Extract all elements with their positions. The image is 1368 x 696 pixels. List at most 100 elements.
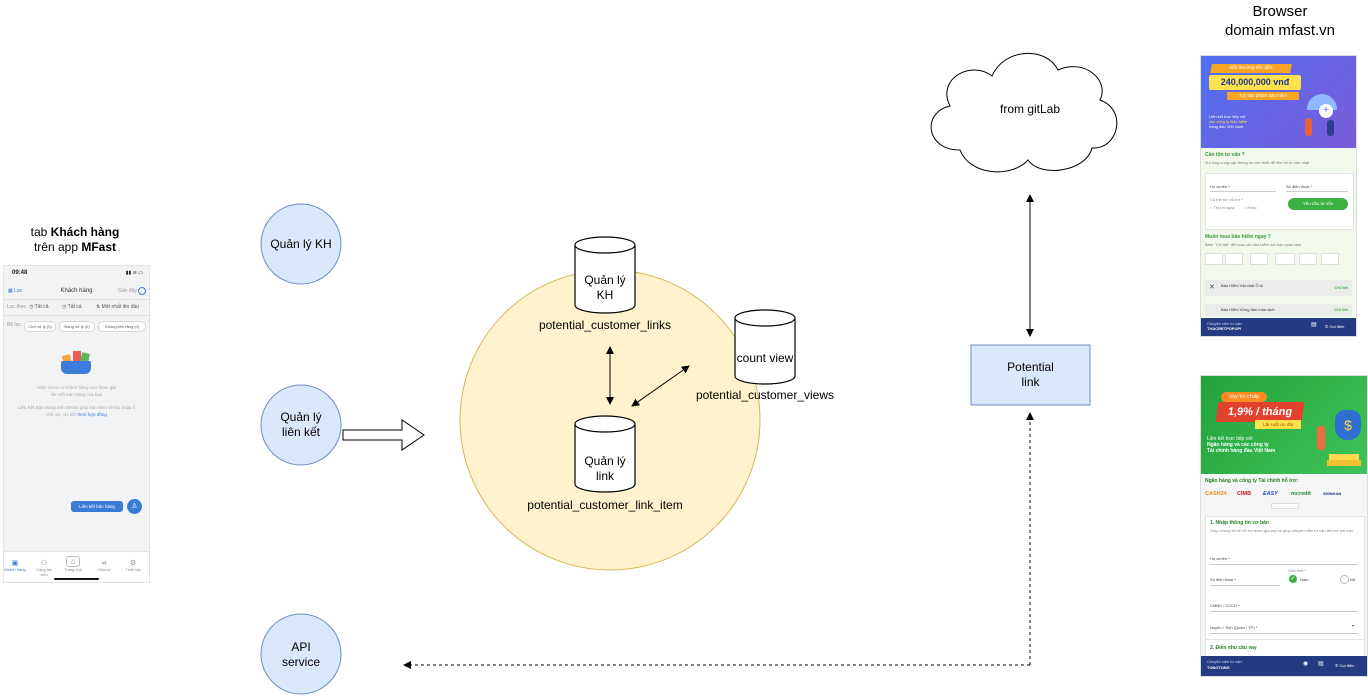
partners-title: Ngân hàng và công ty Tài chính hỗ trợ:: [1205, 478, 1299, 484]
block-arrow: [342, 419, 425, 451]
id-field[interactable]: CMND / CCCD *: [1210, 603, 1240, 608]
people-icon: ⚇: [40, 560, 48, 567]
empty-basket-illustration: [59, 351, 93, 375]
step1-subtitle: Giúp chúng tôi sẽ hỗ trợ tham gia vay và…: [1210, 528, 1353, 533]
chevron-down-icon[interactable]: ▾: [1352, 623, 1355, 628]
request-consult-button[interactable]: Yêu cầu tư vấn: [1288, 198, 1348, 210]
status-time: 09:48: [12, 270, 28, 276]
link-db3-db2: [631, 365, 690, 407]
phone-screenshot: 09:48 ▮▮ ≋ ▭ ▦ Lọc Khách hàng Gần đây Lọ…: [3, 265, 150, 583]
phone-title: Khách hàng: [60, 288, 93, 294]
nav-customers[interactable]: ▣Khách hàng: [4, 560, 26, 572]
loan-call-button[interactable]: ✆ Gọi điện: [1335, 663, 1355, 668]
info-icon[interactable]: [138, 287, 146, 295]
call-button[interactable]: ✆ Gọi điện: [1325, 324, 1345, 329]
product-row-2[interactable]: Bảo Hiểm Vững tâm mùa dịch Chi tiết: [1205, 304, 1352, 316]
family-umbrella-illustration: +: [1297, 90, 1347, 140]
status-unreachable[interactable]: Không liên rằng (0): [98, 321, 146, 332]
cloud-label: from gitLab: [999, 102, 1061, 116]
form-subtitle: Vui lòng cung cấp thông tin cần thiết để…: [1205, 160, 1310, 165]
nav-collaborators[interactable]: ⚇Cộng tác viên: [33, 559, 55, 577]
loan-rate: 1,9% / tháng: [1215, 402, 1305, 422]
db-potential-customer-links: [574, 236, 636, 314]
chart-icon[interactable]: ▤: [1318, 661, 1324, 667]
signal-battery-icon: ▮▮ ≋ ▭: [125, 270, 143, 276]
recent-link[interactable]: Gần đây: [118, 288, 137, 294]
contact-form: Họ và tên * Số điện thoại * Có thể tôn h…: [1205, 173, 1354, 230]
filter-sort[interactable]: ⇅ Mới nhất lên đầu: [96, 304, 140, 310]
loan-phone-field[interactable]: Số điện thoại *: [1210, 577, 1237, 582]
customers-icon: ▣: [11, 560, 19, 567]
nav-home[interactable]: ⌂Trang chủ: [64, 556, 82, 572]
home-indicator: [54, 578, 99, 580]
filter-nav-button[interactable]: ▦ Lọc: [8, 288, 23, 294]
gear-icon: ⚙: [129, 560, 137, 567]
gender-male-radio[interactable]: ✓: [1289, 575, 1297, 583]
hero-amount: 240,000,000 vnđ: [1209, 75, 1301, 90]
chart-icon[interactable]: ▤: [1311, 322, 1317, 328]
status-processing[interactable]: Đang xử lý (0): [59, 321, 95, 332]
detail-link-2[interactable]: Chi tiết: [1334, 307, 1348, 312]
partner-cash24: CASH24: [1205, 491, 1227, 497]
messenger-icon[interactable]: ◉: [1303, 661, 1309, 667]
buy-title: Muốn mua bảo hiểm ngay ?: [1205, 234, 1271, 240]
partner-shinhan: SHINHAN: [1323, 491, 1342, 496]
cloud-gitlab: [930, 53, 1118, 173]
empty-text-4: chờ xử, chi tiết: [46, 412, 76, 417]
carousel-indicator: [1271, 503, 1299, 509]
status-pending[interactable]: Chờ xử lý (0): [24, 321, 56, 332]
filter-label: Lọc theo: [7, 304, 27, 310]
label-quan-ly-kh: Quản lý KH: [270, 237, 332, 251]
contract-link[interactable]: Xem hợp đồng: [77, 412, 107, 417]
node-quan-ly-kh: [260, 203, 342, 285]
form-title: Cần tôn tư vấn ?: [1205, 152, 1245, 158]
nav-settings[interactable]: ⚙Thiết lập: [122, 559, 144, 572]
gender-male-label: Nam: [1300, 577, 1309, 582]
insurance-landing-page: Bồi thường lên đến 240,000,000 vnđ Tuỳ s…: [1200, 55, 1357, 337]
loan-landing-page: Vay tín chấp 1,9% / tháng Lãi suất ưu đã…: [1200, 375, 1368, 677]
hero-badge-bottom: Tuỳ sản phẩm bảo hiểm: [1227, 92, 1299, 100]
advisor-footer: Chuyên viên tư vấn THACRETPOPUPI ▤ ✆ Gọi…: [1201, 318, 1356, 336]
hero-badge-top: Bồi thường lên đến: [1210, 64, 1292, 73]
gender-female-label: Nữ: [1350, 577, 1356, 582]
db2-label: count view: [736, 351, 794, 365]
empty-text-1: Hiện chưa có khách hàng nào tham gia: [37, 385, 116, 390]
share-icon: ⋖: [101, 560, 107, 567]
person-fab-icon[interactable]: ♙: [127, 499, 142, 514]
gender-female-radio[interactable]: [1340, 575, 1349, 584]
phone-field[interactable]: Số điện thoại *: [1286, 184, 1313, 189]
loan-form: 1. Nhập thông tin cơ bản Giúp chúng tôi …: [1205, 516, 1365, 658]
partner-cimb: CIMB: [1237, 491, 1252, 497]
radio-now[interactable]: ○ Trả lời ngay: [1210, 205, 1235, 210]
db-potential-customer-views: [734, 309, 796, 385]
nav-share[interactable]: ⋖Chia sẻ: [93, 559, 115, 572]
db1-name: potential_customer_links: [538, 318, 672, 332]
db2-name: potential_customer_views: [695, 388, 835, 402]
loan-name-field[interactable]: Họ và tên *: [1210, 556, 1230, 561]
node-potential-link: [970, 344, 1091, 406]
loan-advisor-footer: Chuyên viên tư vấn TUNGTUNG ◉ ▤ ✆ Gọi đi…: [1201, 656, 1367, 676]
sales-link-button[interactable]: Liên kết bán hàng: [71, 501, 123, 512]
phone-caption: tab Khách hàng trên app MFast: [30, 225, 120, 254]
loan-badge-bottom: Lãi suất ưu đãi: [1255, 420, 1301, 429]
empty-text-3: Liên Kết Bán Hàng trên MFast giúp bạn đe…: [17, 405, 136, 410]
node-quan-ly-lien-ket: [260, 384, 342, 466]
filter-a[interactable]: ◷ Tất cả: [29, 304, 49, 310]
grid-icon: ▦: [8, 288, 13, 294]
filter-b[interactable]: ◷ Tất cả: [62, 304, 82, 310]
db-potential-customer-link-item: [574, 415, 636, 493]
city-select[interactable]: Huyện / Tỉnh (Quận / TP) *: [1210, 625, 1258, 630]
step2-title: 2. Điền nhu cầu vay: [1210, 645, 1257, 651]
detail-link-1[interactable]: Chi tiết: [1334, 285, 1348, 290]
product-row-1[interactable]: Bảo Hiểm Vật chất Ô tô Chi tiết ✕: [1205, 280, 1352, 296]
loan-badge-top: Vay tín chấp: [1221, 392, 1267, 402]
radio-other[interactable]: ○ Khác: [1244, 205, 1257, 210]
support-question: Có thể tôn hỗ trợ *: [1210, 197, 1243, 202]
name-field[interactable]: Họ và tên *: [1210, 184, 1230, 189]
